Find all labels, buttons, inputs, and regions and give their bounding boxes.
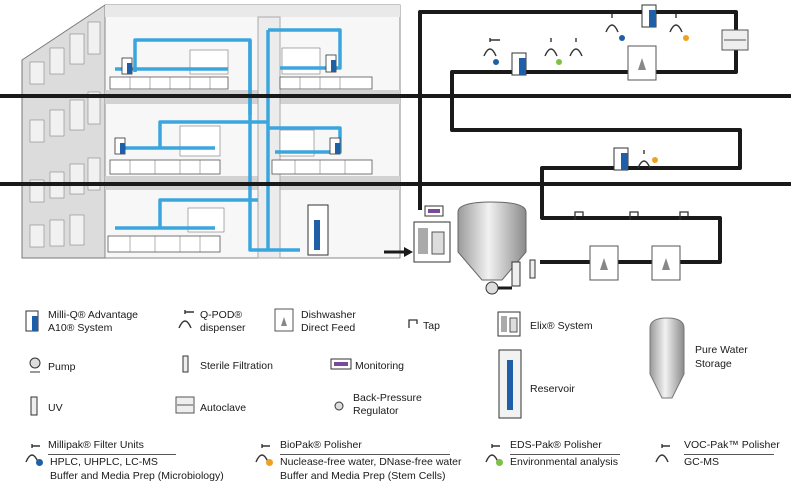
- edspak-line1: Environmental analysis: [510, 456, 618, 468]
- millipak-title: Millipak® Filter Units: [48, 439, 176, 455]
- tap-label: Tap: [423, 320, 440, 332]
- tap-icon: [408, 319, 418, 328]
- reservoir-label: Reservoir: [530, 383, 575, 395]
- sterile-label: Sterile Filtration: [200, 360, 273, 372]
- millipak-line2: Buffer and Media Prep (Microbiology): [50, 470, 224, 482]
- milli-q-system-icon: [25, 310, 39, 332]
- q-pod-label-line2: dispenser: [200, 322, 246, 334]
- storage-tank-icon: [649, 317, 685, 399]
- dishwasher-label-line2: Direct Feed: [301, 322, 356, 334]
- q-pod-label-line1: Q-POD®: [200, 309, 243, 321]
- millipak-line1: HPLC, UHPLC, LC-MS: [50, 456, 158, 468]
- biopak-dot: [266, 459, 273, 466]
- storage-label-line1: Pure Water: [695, 344, 748, 356]
- pump-icon: [29, 357, 41, 373]
- monitoring-icon: [330, 358, 352, 370]
- storage-label-line2: Storage: [695, 358, 732, 370]
- vocpak-line1: GC-MS: [684, 456, 719, 468]
- back-pressure-regulator-icon: [334, 401, 344, 411]
- elix-label: Elix® System: [530, 320, 593, 332]
- backpressure-label-line1: Back-Pressure: [353, 392, 422, 404]
- backpressure-label-line2: Regulator: [353, 405, 399, 417]
- dishwasher-label-line1: Dishwasher: [301, 309, 356, 321]
- building-illustration: [21, 4, 401, 259]
- vocpak-title: VOC-Pak™ Polisher: [684, 439, 780, 455]
- reservoir-icon: [498, 349, 522, 419]
- vocpak-qpod-icon: [655, 444, 670, 463]
- elix-system-icon: [497, 311, 521, 337]
- autoclave-label: Autoclave: [200, 402, 247, 414]
- monitoring-label: Monitoring: [355, 360, 405, 372]
- loop-equipment: [384, 4, 749, 295]
- edspak-title: EDS-Pak® Polisher: [510, 439, 620, 455]
- uv-lamp-icon: [30, 396, 38, 416]
- milli-q-label-line2: A10® System: [48, 322, 113, 334]
- pump-label: Pump: [48, 361, 76, 373]
- biopak-line2: Buffer and Media Prep (Stem Cells): [280, 470, 446, 482]
- q-pod-dispenser-icon: [178, 310, 194, 329]
- edspak-dot: [496, 459, 503, 466]
- dishwasher-feed-icon: [274, 308, 294, 332]
- autoclave-icon: [175, 396, 195, 414]
- biopak-line1: Nuclease-free water, DNase-free water: [280, 456, 462, 468]
- distribution-loop-pipes: [0, 10, 791, 264]
- biopak-title: BioPak® Polisher: [280, 439, 450, 455]
- sterile-filter-icon: [182, 355, 189, 373]
- milli-q-label-line1: Milli-Q® Advantage: [48, 309, 139, 321]
- uv-label: UV: [48, 402, 63, 414]
- millipak-dot: [36, 459, 43, 466]
